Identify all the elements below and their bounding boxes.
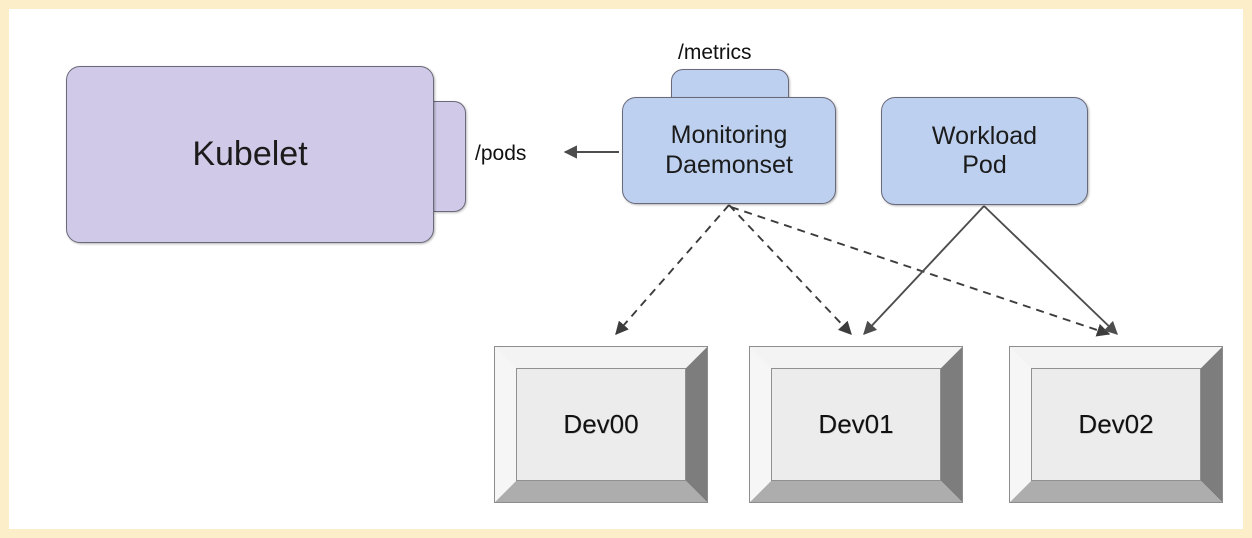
node-device-dev01[interactable]: Dev01 <box>749 346 963 503</box>
node-workload-pod[interactable]: Workload Pod <box>881 97 1088 205</box>
device-bevel-bottom <box>749 481 963 503</box>
device-bevel-top <box>749 346 963 368</box>
edge-daemonset-to-dev02 <box>730 206 1111 337</box>
label-pods: /pods <box>475 142 527 165</box>
edge-workload-to-dev01 <box>863 205 985 335</box>
device-bevel-right <box>686 346 708 503</box>
device-inner-face: Dev02 <box>1031 368 1201 481</box>
device-bevel-top <box>1009 346 1223 368</box>
label-metrics: /metrics <box>678 41 752 64</box>
kubelet-pods-port[interactable] <box>434 101 466 212</box>
device-bevel-left <box>1009 346 1031 503</box>
device-bevel-right <box>1201 346 1223 503</box>
device-inner-face: Dev01 <box>771 368 941 481</box>
edge-daemonset-to-dev00 <box>615 204 730 336</box>
edge-workload-to-dev02 <box>983 205 1118 335</box>
node-monitoring-daemonset-label: Monitoring Daemonset <box>665 121 793 179</box>
monitoring-metrics-port[interactable] <box>671 69 789 101</box>
node-workload-pod-label: Workload Pod <box>931 121 1038 180</box>
device-label: Dev00 <box>563 409 639 439</box>
device-label: Dev01 <box>818 409 894 439</box>
device-bevel-left <box>494 346 516 503</box>
node-kubelet[interactable]: Kubelet <box>66 66 434 243</box>
device-bevel-bottom <box>494 481 708 503</box>
device-bevel-right <box>941 346 963 503</box>
node-device-dev00[interactable]: Dev00 <box>494 346 708 503</box>
device-inner-face: Dev00 <box>516 368 686 481</box>
edge-daemonset-to-dev01 <box>728 204 852 335</box>
device-label: Dev02 <box>1078 409 1154 439</box>
device-bevel-bottom <box>1009 481 1223 503</box>
device-bevel-left <box>749 346 771 503</box>
node-kubelet-label: Kubelet <box>192 135 308 174</box>
node-device-dev02[interactable]: Dev02 <box>1009 346 1223 503</box>
node-monitoring-daemonset[interactable]: Monitoring Daemonset <box>622 97 836 204</box>
device-bevel-top <box>494 346 708 368</box>
